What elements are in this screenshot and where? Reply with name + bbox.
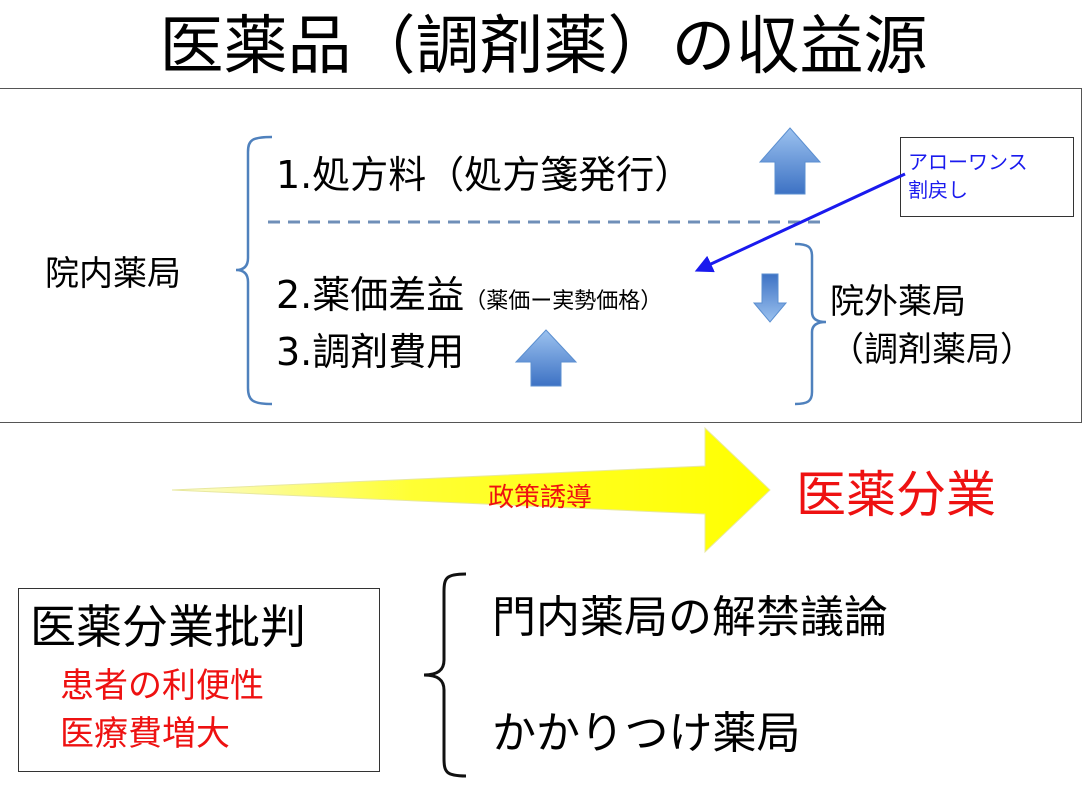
critique-point: 医療費増大 xyxy=(60,714,230,754)
item-drug-price-margin: 2.薬価差益（薬価ー実勢価格） xyxy=(276,270,662,327)
item-dispensing-fee: 3.調剤費用 xyxy=(276,330,465,374)
critique-box xyxy=(18,588,380,772)
revenue-frame xyxy=(0,88,1082,423)
inhouse-pharmacy-label: 院内薬局 xyxy=(45,254,181,294)
allowance-arrow xyxy=(694,172,906,273)
up-arrow-icon xyxy=(758,127,822,195)
allowance-text: アローワンス 割戻し xyxy=(908,150,1028,202)
critique-title: 医薬分業批判 xyxy=(30,600,306,654)
critique-point: 患者の利便性 xyxy=(60,666,264,706)
separation-result-label: 医薬分業 xyxy=(796,466,996,524)
response-brace xyxy=(423,572,467,778)
allowance-box xyxy=(900,137,1074,217)
inhouse-brace xyxy=(235,135,273,406)
policy-guidance-label: 政策誘導 xyxy=(488,483,593,513)
policy-arrow xyxy=(171,426,771,554)
outside-brace xyxy=(794,242,827,406)
item-drug-price-margin-main: 2.薬価差益 xyxy=(276,273,465,317)
item-drug-price-margin-note: （薬価ー実勢価格） xyxy=(464,289,663,314)
response-item: 門内薬局の解禁議論 xyxy=(492,592,888,643)
down-arrow-icon xyxy=(752,273,788,323)
page-title: 医薬品（調剤薬）の収益源 xyxy=(159,10,928,84)
response-item: かかりつけ薬局 xyxy=(492,708,801,759)
outside-pharmacy-label: 院外薬局（調剤薬局） xyxy=(830,282,1034,370)
up-arrow-icon xyxy=(514,329,578,387)
item-prescription-fee: 1.処方料（処方箋発行） xyxy=(276,153,693,197)
